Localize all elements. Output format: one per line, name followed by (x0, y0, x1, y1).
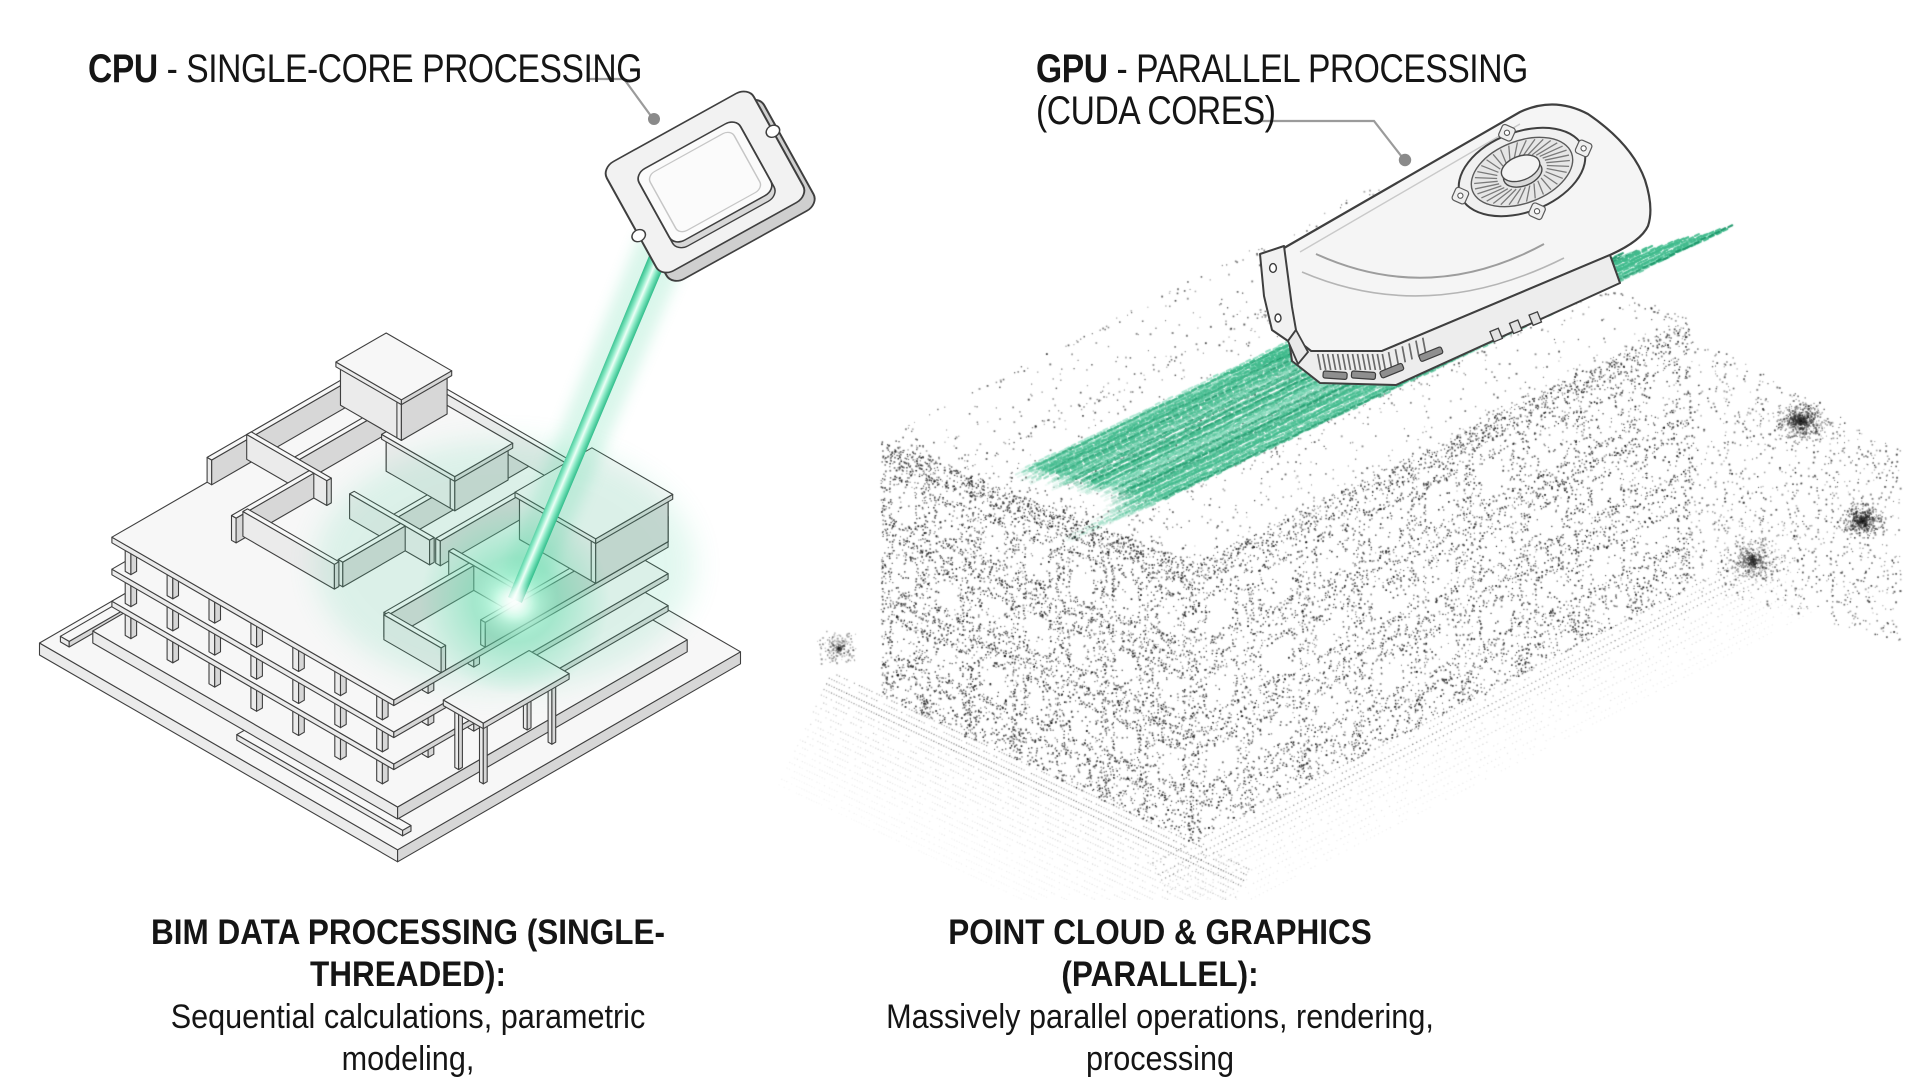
gpu-label-bold: GPU (1036, 47, 1108, 91)
cpu-label-bold: CPU (88, 47, 158, 91)
single-beam (508, 239, 673, 603)
cpu-label: CPU - SINGLE-CORE PROCESSING (88, 48, 642, 90)
cpu-leader-line (588, 77, 652, 117)
gpu-caption-line1: Massively parallel operations, rendering… (886, 998, 1434, 1078)
gpu-card (1259, 103, 1652, 386)
cpu-caption: BIM DATA PROCESSING (SINGLE-THREADED): S… (111, 912, 705, 1080)
gpu-fan (1451, 123, 1593, 221)
gpu-leader-line (1258, 119, 1403, 158)
cpu-label-rest: - SINGLE-CORE PROCESSING (157, 47, 643, 91)
gpu-leader-dot (1398, 153, 1412, 167)
bim-model-illustration (38, 77, 816, 863)
cpu-leader-dot (648, 113, 660, 125)
cpu-caption-title: BIM DATA PROCESSING (SINGLE-THREADED): (151, 913, 665, 994)
gpu-label-line2: (CUDA CORES) (1036, 89, 1276, 133)
gpu-label-rest: - PARALLEL PROCESSING (1107, 47, 1528, 91)
gpu-caption-title: POINT CLOUD & GRAPHICS (PARALLEL): (948, 913, 1372, 994)
gpu-caption: POINT CLOUD & GRAPHICS (PARALLEL): Massi… (863, 912, 1457, 1080)
beam-impact-core (503, 588, 527, 612)
gpu-label: GPU - PARALLEL PROCESSING (CUDA CORES) (1036, 48, 1528, 132)
cpu-caption-line1: Sequential calculations, parametric mode… (170, 998, 646, 1078)
cpu-chip-illustration (604, 90, 816, 282)
